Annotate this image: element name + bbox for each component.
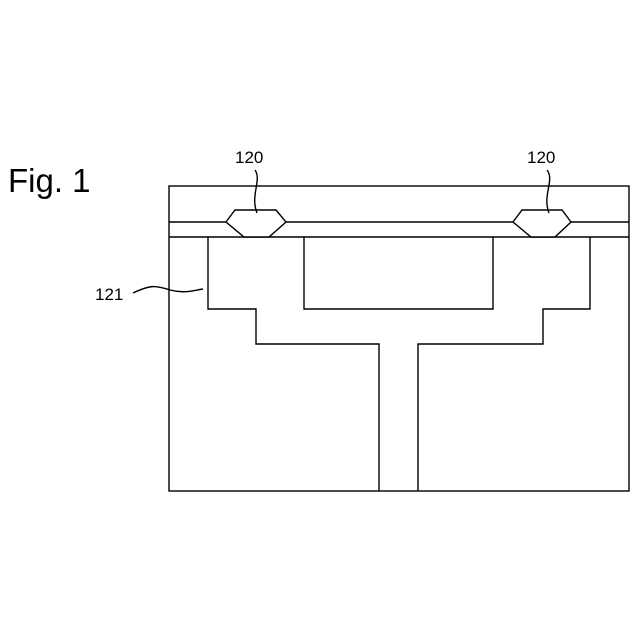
trench-left-outline	[208, 237, 379, 491]
element-120-left	[226, 210, 286, 237]
element-120-right	[513, 210, 571, 237]
leader-line-120-right	[547, 170, 550, 213]
figure-title: Fig. 1	[8, 162, 91, 199]
trench-right-outline	[418, 237, 590, 491]
label-120-left: 120	[235, 148, 263, 167]
leader-line-120-left	[255, 170, 258, 213]
label-120-right: 120	[527, 148, 555, 167]
inner-cavity-outline	[304, 237, 493, 309]
leader-line-121	[133, 287, 203, 293]
label-121: 121	[95, 285, 123, 304]
